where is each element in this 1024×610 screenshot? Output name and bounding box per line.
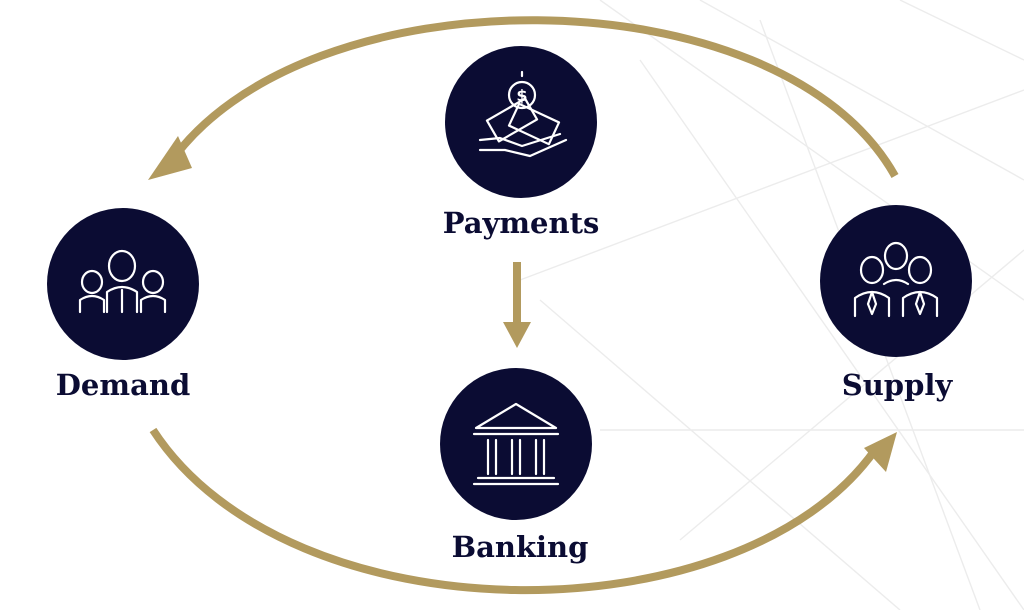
banking-circle (440, 368, 592, 520)
demand-label: Demand (56, 368, 190, 402)
node-demand: Demand (47, 208, 199, 402)
banking-label: Banking (452, 530, 589, 564)
arrow-payments-to-banking (503, 262, 531, 348)
background-pattern (519, 0, 1024, 610)
node-payments: $ Payments (443, 46, 600, 240)
svg-text:$: $ (516, 86, 527, 105)
arrow-supply-to-demand (148, 16, 899, 180)
demand-circle (47, 208, 199, 360)
business-team-icon (853, 241, 939, 318)
bank-building-icon (472, 402, 560, 486)
node-banking: Banking (440, 368, 592, 564)
money-hand-icon: $ (478, 70, 568, 158)
payments-label: Payments (443, 206, 600, 240)
arrow-demand-to-supply (149, 427, 897, 595)
node-supply: Supply (820, 205, 972, 402)
family-group-icon (78, 249, 167, 314)
supply-label: Supply (842, 368, 954, 402)
payments-circle (445, 46, 597, 198)
